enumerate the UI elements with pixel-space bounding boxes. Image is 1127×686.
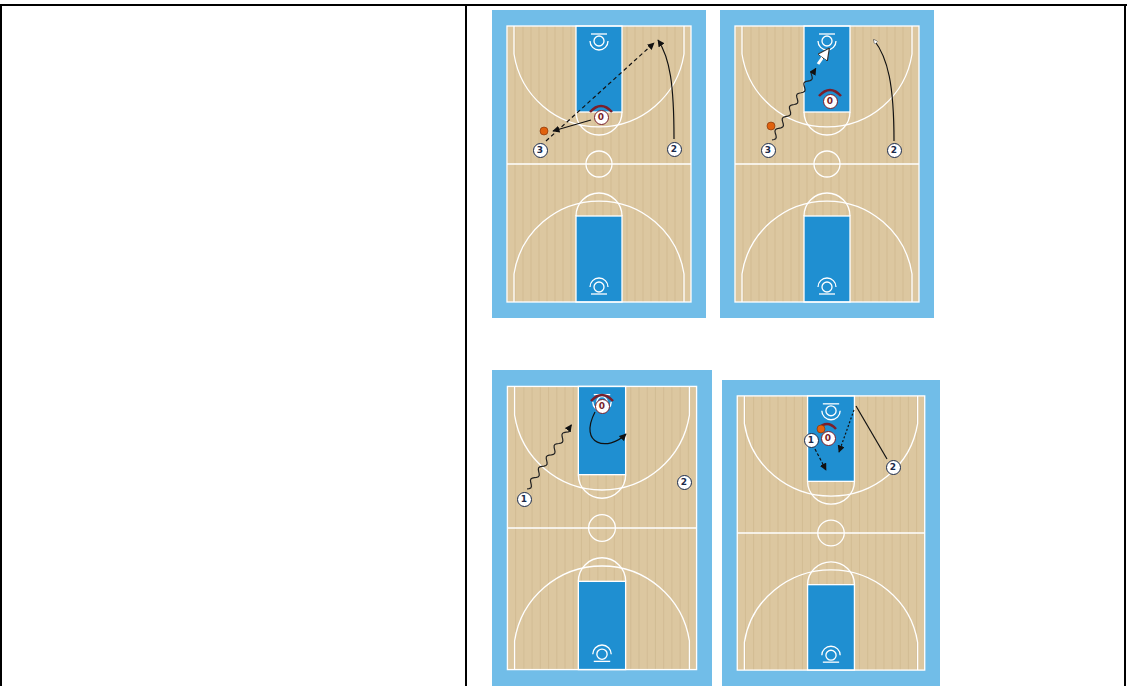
defender-move <box>553 120 591 131</box>
cut-path <box>856 406 887 459</box>
dribble-line <box>772 68 816 140</box>
defender-move <box>590 412 626 444</box>
player-marker: 2 <box>667 142 682 157</box>
pass-line <box>815 449 826 470</box>
table-border <box>0 5 1127 686</box>
player-number: 2 <box>671 145 677 154</box>
player-marker: 3 <box>761 143 776 158</box>
player-number: 3 <box>765 146 771 155</box>
pass-line <box>839 410 854 452</box>
defender-marker: 0 <box>823 94 838 109</box>
player-marker: 2 <box>887 143 902 158</box>
player-number: 3 <box>537 146 543 155</box>
pass-line <box>546 43 654 141</box>
defender-marker: 0 <box>595 399 610 414</box>
player-number: 2 <box>890 463 896 472</box>
player-marker: 1 <box>804 433 819 448</box>
ball <box>767 122 775 130</box>
player-number: 0 <box>825 434 831 443</box>
defender-marker: 0 <box>594 110 609 125</box>
player-number: 0 <box>827 97 833 106</box>
basketball-court <box>492 10 706 318</box>
shot-arrow <box>818 50 828 64</box>
basketball-court <box>492 370 712 686</box>
dribble-line <box>527 425 571 489</box>
ball <box>540 127 548 135</box>
player-marker: 1 <box>517 492 532 507</box>
player-number: 2 <box>681 478 687 487</box>
cut-path <box>874 40 894 141</box>
player-marker: 3 <box>533 143 548 158</box>
player-number: 0 <box>598 113 604 122</box>
player-number: 0 <box>599 402 605 411</box>
player-marker: 2 <box>677 475 692 490</box>
player-number: 2 <box>891 146 897 155</box>
cut-path <box>658 40 674 139</box>
basketball-court <box>722 380 940 686</box>
player-marker: 2 <box>886 460 901 475</box>
player-number: 1 <box>808 436 814 445</box>
defender-marker: 0 <box>821 431 836 446</box>
basketball-court <box>720 10 934 318</box>
player-number: 1 <box>521 495 527 504</box>
